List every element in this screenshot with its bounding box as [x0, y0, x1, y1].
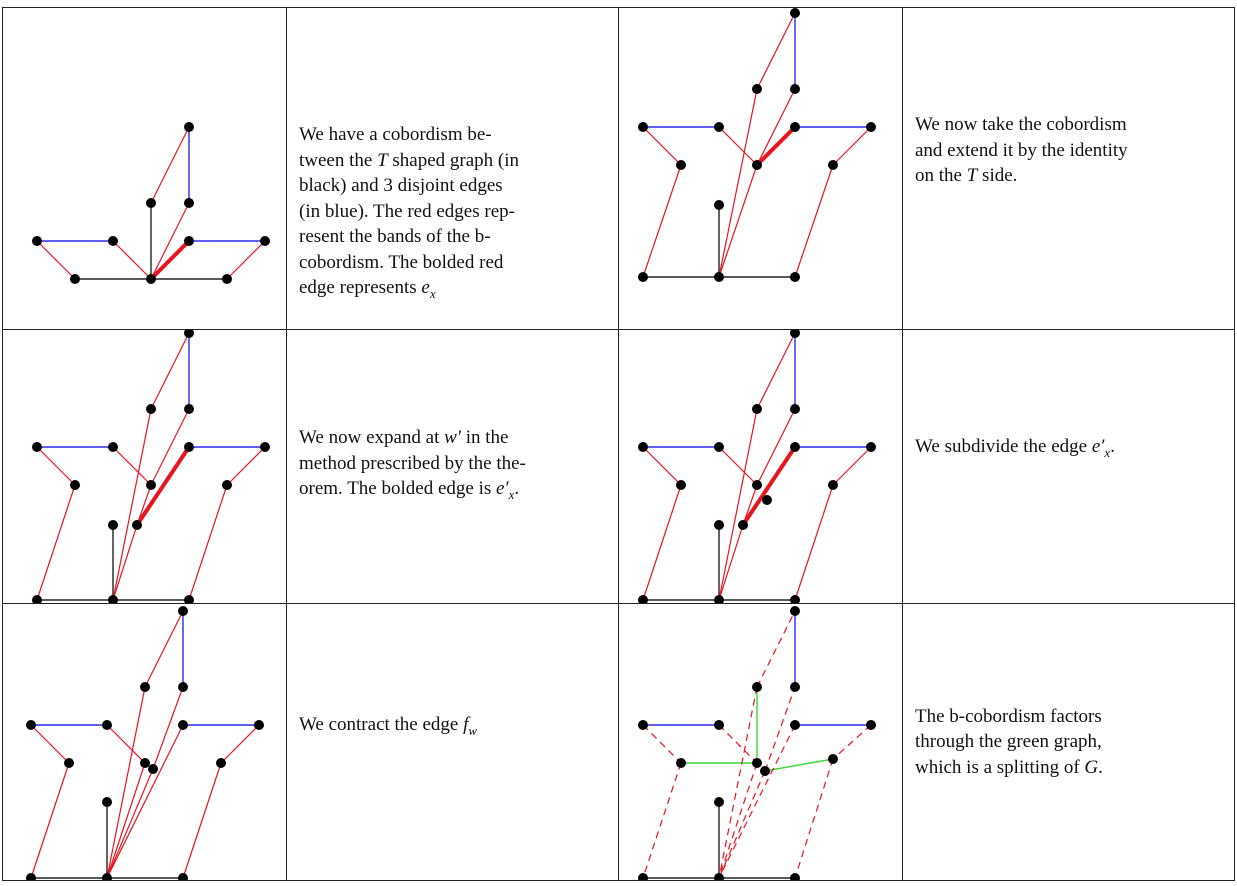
caption-6: The b-cobordism factors through the gree…: [915, 705, 1103, 778]
caption-1: We have a cobordism be- tween the T shap…: [299, 122, 606, 306]
caption-cell-6: The b-cobordism factors through the gree…: [902, 603, 1235, 881]
caption-3: We now expand at w′ in the method prescr…: [299, 427, 526, 503]
caption-cell-3: We now expand at w′ in the method prescr…: [286, 329, 619, 604]
caption-4: We subdivide the edge e′x.: [915, 436, 1115, 460]
graph-figure-2: [638, 8, 876, 282]
figure-table: We have a cobordism be- tween the T shap…: [2, 7, 1235, 881]
graph-figure-3: [32, 330, 270, 603]
figure-cell-6: [618, 603, 903, 881]
figure-cell-3: [2, 329, 287, 604]
caption-5: We contract the edge fw: [299, 714, 478, 738]
figure-cell-4: [618, 329, 903, 604]
caption-cell-2: We now take the cobordism and extend it …: [902, 7, 1235, 330]
caption-cell-1: We have a cobordism be- tween the T shap…: [286, 7, 619, 330]
caption-cell-4: We subdivide the edge e′x.: [902, 329, 1235, 604]
graph-figure-1: [32, 122, 270, 284]
caption-2: We now take the cobordism and extend it …: [915, 114, 1128, 186]
figure-cell-5: [2, 603, 287, 881]
caption-cell-5: We contract the edge fw: [286, 603, 619, 881]
caption-1-line-1: We have a cobordism be-: [299, 124, 492, 146]
figure-cell-2: [618, 7, 903, 330]
graph-figure-4: [638, 330, 876, 603]
figure-cell-1: [2, 7, 287, 330]
graph-figure-6: [638, 606, 876, 880]
graph-figure-5: [26, 606, 264, 880]
